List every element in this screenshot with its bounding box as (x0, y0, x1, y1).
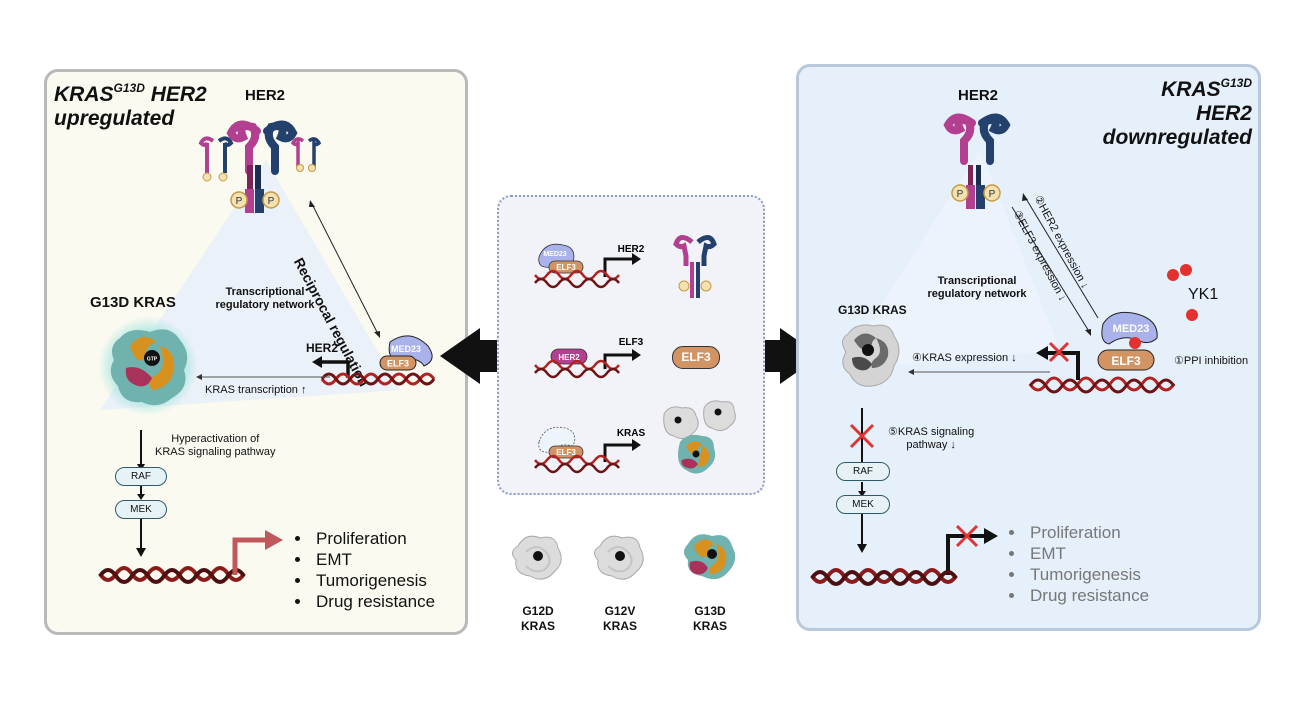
svg-text:HER2: HER2 (558, 353, 580, 362)
outcomes-list: Proliferation EMT Tumorigenesis Drug res… (292, 528, 435, 612)
svg-text:MED23: MED23 (543, 251, 566, 258)
svg-text:P: P (236, 196, 243, 207)
raf-node: RAF (836, 462, 890, 481)
mek-node: MEK (115, 500, 167, 519)
inhibit-x-icon (955, 524, 979, 548)
title-her2: HER2 (144, 83, 207, 106)
her2-receptor-icon: P P (198, 120, 322, 213)
her2-receptor-icon: P P (943, 113, 1011, 209)
upregulated-title: KRASG13D HER2 upregulated (54, 76, 207, 131)
kras-g12v-icon (594, 535, 644, 580)
med23-elf3-complex-icon: MED23 ELF3 (379, 335, 433, 371)
svg-text:MED23: MED23 (391, 344, 421, 354)
title-state: downregulated (1102, 126, 1252, 149)
elf3-product: ELF3 (672, 346, 720, 369)
ppi-inhibition-label: ①PPI inhibition (1174, 355, 1249, 367)
kras-g13d-icon (684, 534, 736, 580)
dna-helix-icon (810, 568, 958, 586)
svg-text:ELF3: ELF3 (1111, 354, 1141, 368)
outcome-item: EMT (1026, 543, 1149, 564)
svg-text:P: P (268, 196, 275, 207)
dna-helix-icon (1028, 376, 1176, 394)
svg-text:KRAS: KRAS (617, 428, 646, 439)
kras-expression-label: ④KRAS expression ↓ (912, 352, 1017, 364)
her2-heading: HER2 (245, 87, 286, 104)
mek-node: MEK (836, 495, 890, 514)
svg-text:GTP: GTP (147, 357, 158, 363)
med23-elf3-complex-icon: MED23 ELF3 (1097, 311, 1158, 371)
inhibit-x-icon (849, 423, 875, 449)
row2-complex-icon: HER2 ELF3 (534, 337, 644, 379)
downregulated-title: KRASG13D HER2 downregulated (1100, 71, 1252, 150)
yk1-compound-icon (1167, 264, 1198, 321)
outcome-item: Tumorigenesis (312, 570, 435, 591)
outcomes-list: Proliferation EMT Tumorigenesis Drug res… (1006, 522, 1149, 606)
outcome-item: Tumorigenesis (1026, 564, 1149, 585)
kras-heading: G13D KRAS (838, 303, 907, 317)
svg-text:ELF3: ELF3 (619, 337, 644, 348)
dna-helix-icon (98, 566, 246, 584)
row1-complex-icon: MED23 ELF3 HER2 (534, 243, 645, 289)
svg-text:ELF3: ELF3 (556, 263, 576, 272)
title-mutation: G13D (1220, 76, 1252, 90)
title-her2: HER2 (1195, 102, 1252, 125)
outcome-item: Drug resistance (1026, 585, 1149, 606)
title-state: upregulated (54, 107, 175, 130)
outcome-item: Proliferation (312, 528, 435, 549)
row3-complex-icon: ELF3 KRAS (534, 426, 646, 474)
her2-heading: HER2 (958, 87, 999, 104)
her2-receptor-icon (673, 235, 717, 298)
svg-text:ELF3: ELF3 (556, 448, 576, 457)
kras-g13d-protein-icon: GTP (98, 316, 198, 416)
svg-text:P: P (989, 189, 996, 200)
yk1-label: YK1 (1188, 286, 1219, 303)
outcome-item: Proliferation (1026, 522, 1149, 543)
outcome-item: EMT (312, 549, 435, 570)
dna-helix-icon (320, 372, 436, 386)
title-mutation: G13D (113, 81, 145, 95)
svg-text:MED23: MED23 (1113, 323, 1150, 335)
svg-text:HER2: HER2 (618, 244, 645, 255)
kras-transcription-label: KRAS transcription ↑ (205, 384, 307, 396)
inhibit-x-icon (1048, 341, 1070, 363)
kras-g13d-inactive-icon (842, 324, 900, 387)
outcome-item: Drug resistance (312, 591, 435, 612)
svg-text:P: P (957, 189, 964, 200)
kras-heading: G13D KRAS (90, 294, 176, 311)
kras-proteins-icon (663, 400, 736, 474)
kras-g12d-icon (512, 535, 562, 580)
title-kras: KRAS (1161, 78, 1221, 101)
svg-text:ELF3: ELF3 (387, 359, 409, 369)
title-kras: KRAS (54, 83, 114, 106)
her2-gene-label: HER2 (306, 341, 339, 355)
raf-node: RAF (115, 467, 167, 486)
